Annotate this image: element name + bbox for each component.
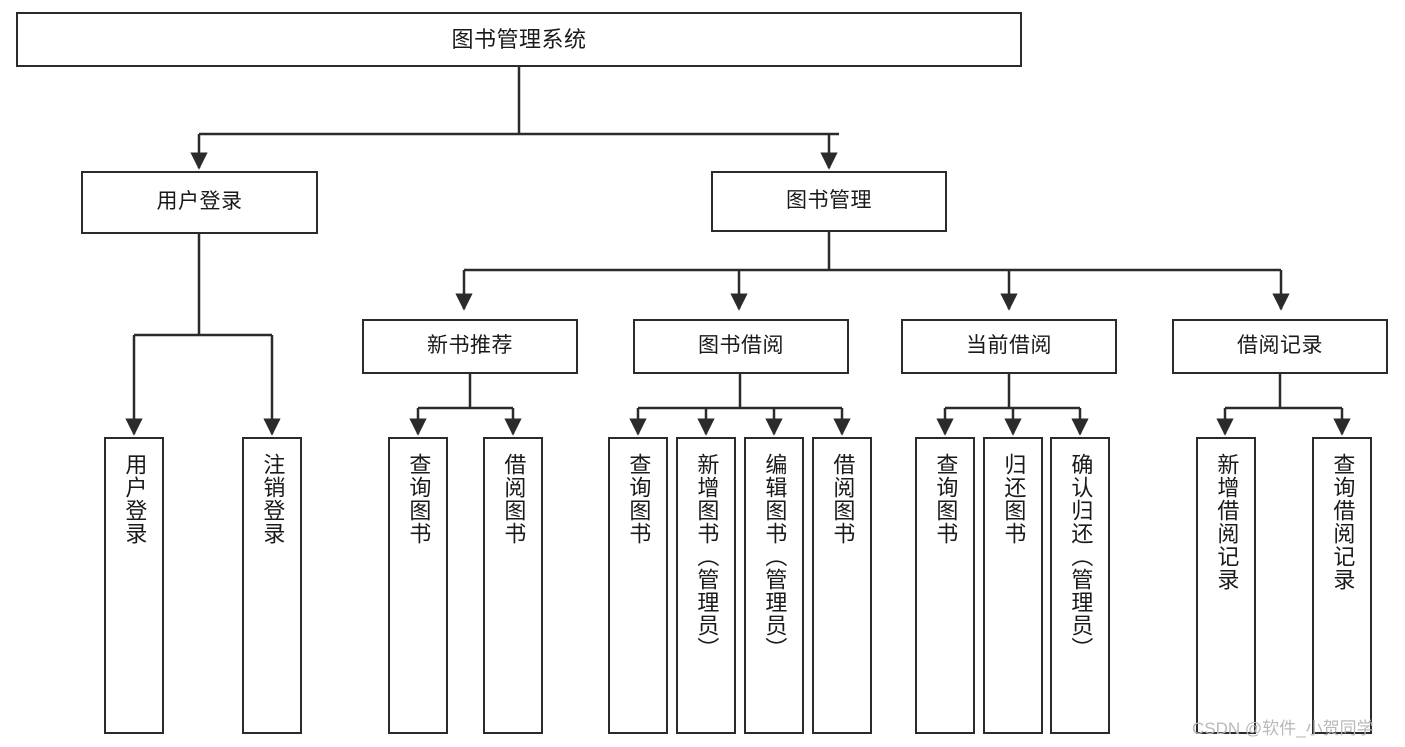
- leaf-label: 查询图书: [406, 453, 432, 545]
- leaf-user-login-login[interactable]: 用户登录: [104, 437, 164, 734]
- leaf-borrow-record-query[interactable]: 查询借阅记录: [1312, 437, 1372, 734]
- leaf-label: 借阅图书: [501, 453, 527, 545]
- leaf-current-borrow-confirm[interactable]: 确认归还（管理员）: [1050, 437, 1110, 734]
- node-new-book-recommend-label: 新书推荐: [427, 334, 513, 358]
- watermark: CSDN @软件_小贺同学: [1192, 719, 1374, 738]
- node-current-borrow[interactable]: 当前借阅: [901, 319, 1117, 374]
- node-root[interactable]: 图书管理系统: [16, 12, 1022, 67]
- leaf-book-borrow-borrow[interactable]: 借阅图书: [812, 437, 872, 734]
- node-new-book-recommend[interactable]: 新书推荐: [362, 319, 578, 374]
- leaf-label: 归还图书: [1001, 453, 1027, 545]
- node-book-manage-label: 图书管理: [786, 189, 872, 213]
- node-borrow-record[interactable]: 借阅记录: [1172, 319, 1388, 374]
- leaf-borrow-record-add[interactable]: 新增借阅记录: [1196, 437, 1256, 734]
- node-user-login-label: 用户登录: [156, 190, 243, 214]
- leaf-label: 新增借阅记录: [1214, 453, 1240, 591]
- node-borrow-record-label: 借阅记录: [1237, 334, 1323, 358]
- leaf-label: 用户登录: [122, 453, 148, 545]
- leaf-label: 借阅图书: [830, 453, 856, 545]
- leaf-label: 查询借阅记录: [1330, 453, 1356, 591]
- leaf-book-borrow-query[interactable]: 查询图书: [608, 437, 668, 734]
- leaf-label: 查询图书: [626, 453, 652, 545]
- leaf-label: 注销登录: [260, 453, 286, 545]
- leaf-label: 编辑图书（管理员）: [762, 453, 788, 660]
- leaf-label: 新增图书（管理员）: [694, 453, 720, 660]
- leaf-label: 查询图书: [933, 453, 959, 545]
- leaf-current-borrow-return[interactable]: 归还图书: [983, 437, 1043, 734]
- node-user-login[interactable]: 用户登录: [81, 171, 318, 234]
- node-current-borrow-label: 当前借阅: [966, 334, 1052, 358]
- leaf-user-login-logout[interactable]: 注销登录: [242, 437, 302, 734]
- node-book-borrow-label: 图书借阅: [698, 334, 784, 358]
- leaf-book-borrow-edit[interactable]: 编辑图书（管理员）: [744, 437, 804, 734]
- leaf-book-borrow-add[interactable]: 新增图书（管理员）: [676, 437, 736, 734]
- leaf-new-book-borrow[interactable]: 借阅图书: [483, 437, 543, 734]
- leaf-label: 确认归还（管理员）: [1068, 453, 1094, 660]
- node-book-borrow[interactable]: 图书借阅: [633, 319, 849, 374]
- leaf-current-borrow-query[interactable]: 查询图书: [915, 437, 975, 734]
- leaf-new-book-query[interactable]: 查询图书: [388, 437, 448, 734]
- node-book-manage[interactable]: 图书管理: [711, 171, 947, 232]
- node-root-label: 图书管理系统: [451, 26, 587, 52]
